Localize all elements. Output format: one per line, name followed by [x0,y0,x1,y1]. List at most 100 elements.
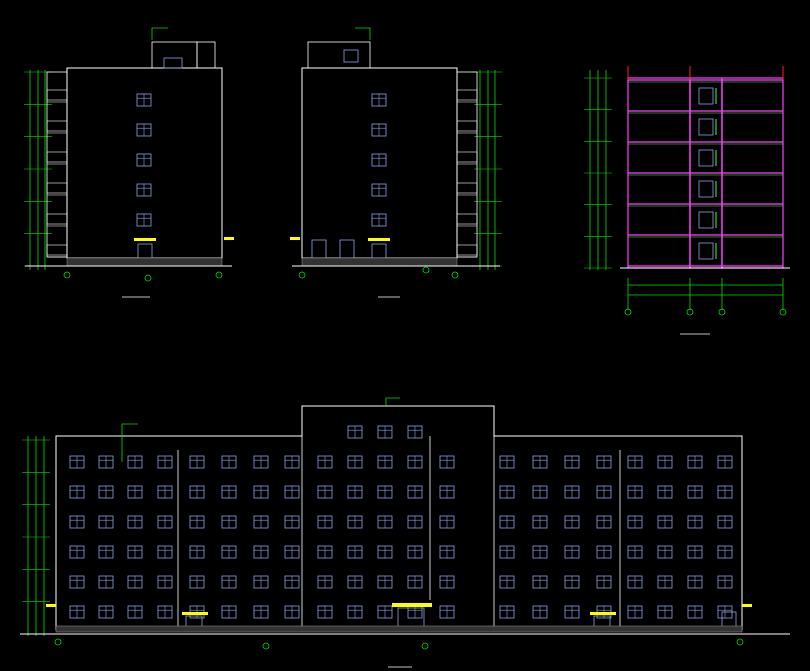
window [687,605,703,619]
grid-bubble [54,638,744,650]
window [347,515,363,529]
dimension-column [479,70,496,270]
section-cut-marks [627,66,784,80]
pilasters [177,436,621,630]
window [317,515,333,529]
side-canopy [742,604,752,607]
dimension-column [27,436,45,636]
window [687,485,703,499]
window [69,605,85,619]
span-dimensions [627,278,784,310]
window [253,545,269,559]
window [407,575,423,589]
window [69,575,85,589]
window [377,545,393,559]
window [717,515,733,529]
window [657,485,673,499]
ground-hatch [55,625,743,633]
window [157,605,173,619]
window [347,575,363,589]
window-grid [69,425,733,619]
window [657,545,673,559]
window [317,605,333,619]
window [717,455,733,469]
window [439,545,455,559]
corridor-door [698,211,714,229]
window [371,153,387,167]
window [627,575,643,589]
window [189,485,205,499]
window [499,575,515,589]
window [284,575,300,589]
window [347,605,363,619]
window [189,545,205,559]
window [69,485,85,499]
ground-hatch [66,257,223,267]
window [347,425,363,439]
window [221,485,237,499]
window [657,455,673,469]
window [69,455,85,469]
window [377,575,393,589]
window [98,545,114,559]
window [69,515,85,529]
corridor-door [698,180,714,198]
window [687,575,703,589]
window [136,183,152,197]
window [627,605,643,619]
window [317,575,333,589]
roof-window [343,49,359,63]
window [347,545,363,559]
window-column [136,93,152,227]
window [407,455,423,469]
window [499,485,515,499]
window [499,545,515,559]
window [532,515,548,529]
side-elevation-right [290,27,502,298]
window [127,455,143,469]
window [98,515,114,529]
side-canopy [224,237,234,240]
window [627,485,643,499]
window [136,93,152,107]
window [407,545,423,559]
window [189,455,205,469]
window [564,575,580,589]
window [157,545,173,559]
window [657,515,673,529]
window [136,213,152,227]
window [439,605,455,619]
window [127,605,143,619]
section-1-1 [584,66,790,335]
window [377,425,393,439]
window [564,545,580,559]
stair-tower [307,41,371,69]
window [317,455,333,469]
window [377,605,393,619]
ground-hatch [301,257,458,267]
window [221,575,237,589]
window [377,515,393,529]
window [98,575,114,589]
window [157,455,173,469]
window [284,605,300,619]
grid-bubble [63,271,223,282]
window [532,545,548,559]
window [564,455,580,469]
window [407,515,423,529]
building-outline [55,405,743,630]
window [127,515,143,529]
leader-label [355,27,371,40]
window [371,93,387,107]
window [657,575,673,589]
window [284,455,300,469]
window [717,575,733,589]
window [564,515,580,529]
window [98,455,114,469]
corridor-door [698,87,714,105]
window [189,575,205,589]
window [596,485,612,499]
grid-bubble [624,308,787,316]
window [564,485,580,499]
